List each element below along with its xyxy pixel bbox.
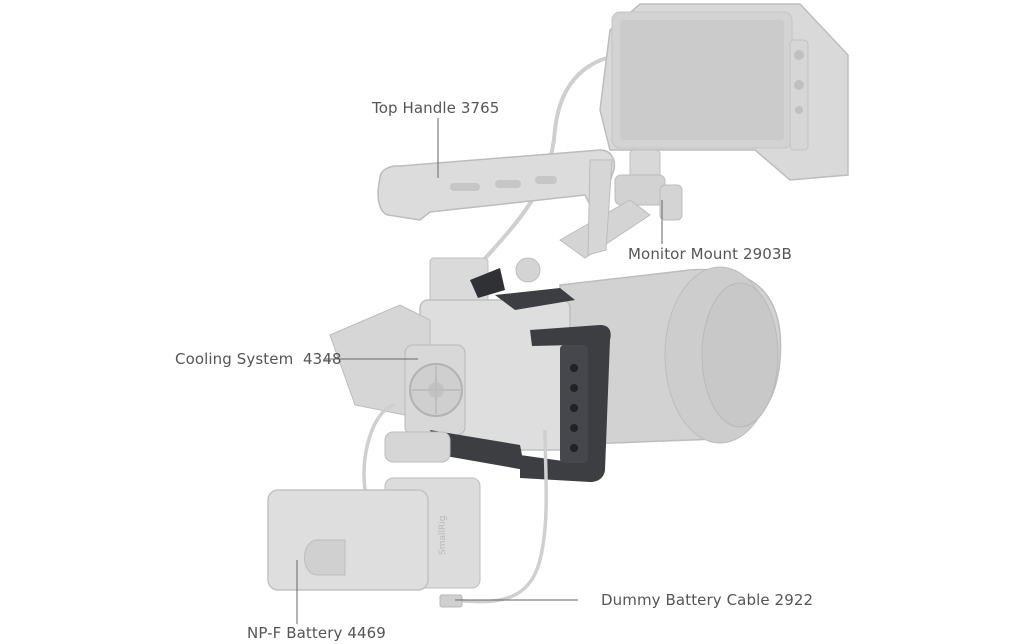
cooling-fan — [404, 344, 466, 436]
camera-cage — [430, 268, 611, 482]
monitor — [599, 3, 849, 181]
callout-dummy-battery-cable: Dummy Battery Cable 2922 — [601, 591, 814, 609]
leader-lines — [296, 118, 663, 624]
npf-battery — [267, 477, 481, 608]
monitor-cable — [468, 53, 631, 277]
side-knob — [384, 431, 451, 463]
callout-monitor-mount: Monitor Mount 2903B — [628, 245, 792, 263]
callout-cooling-system: Cooling System 4348 — [175, 350, 342, 368]
top-handle — [377, 149, 616, 256]
callout-top-handle: Top Handle 3765 — [372, 99, 500, 117]
camera — [419, 257, 782, 451]
callout-npf-battery: NP-F Battery 4469 — [247, 624, 386, 642]
battery-brand-mark: SmallRig — [438, 515, 448, 555]
